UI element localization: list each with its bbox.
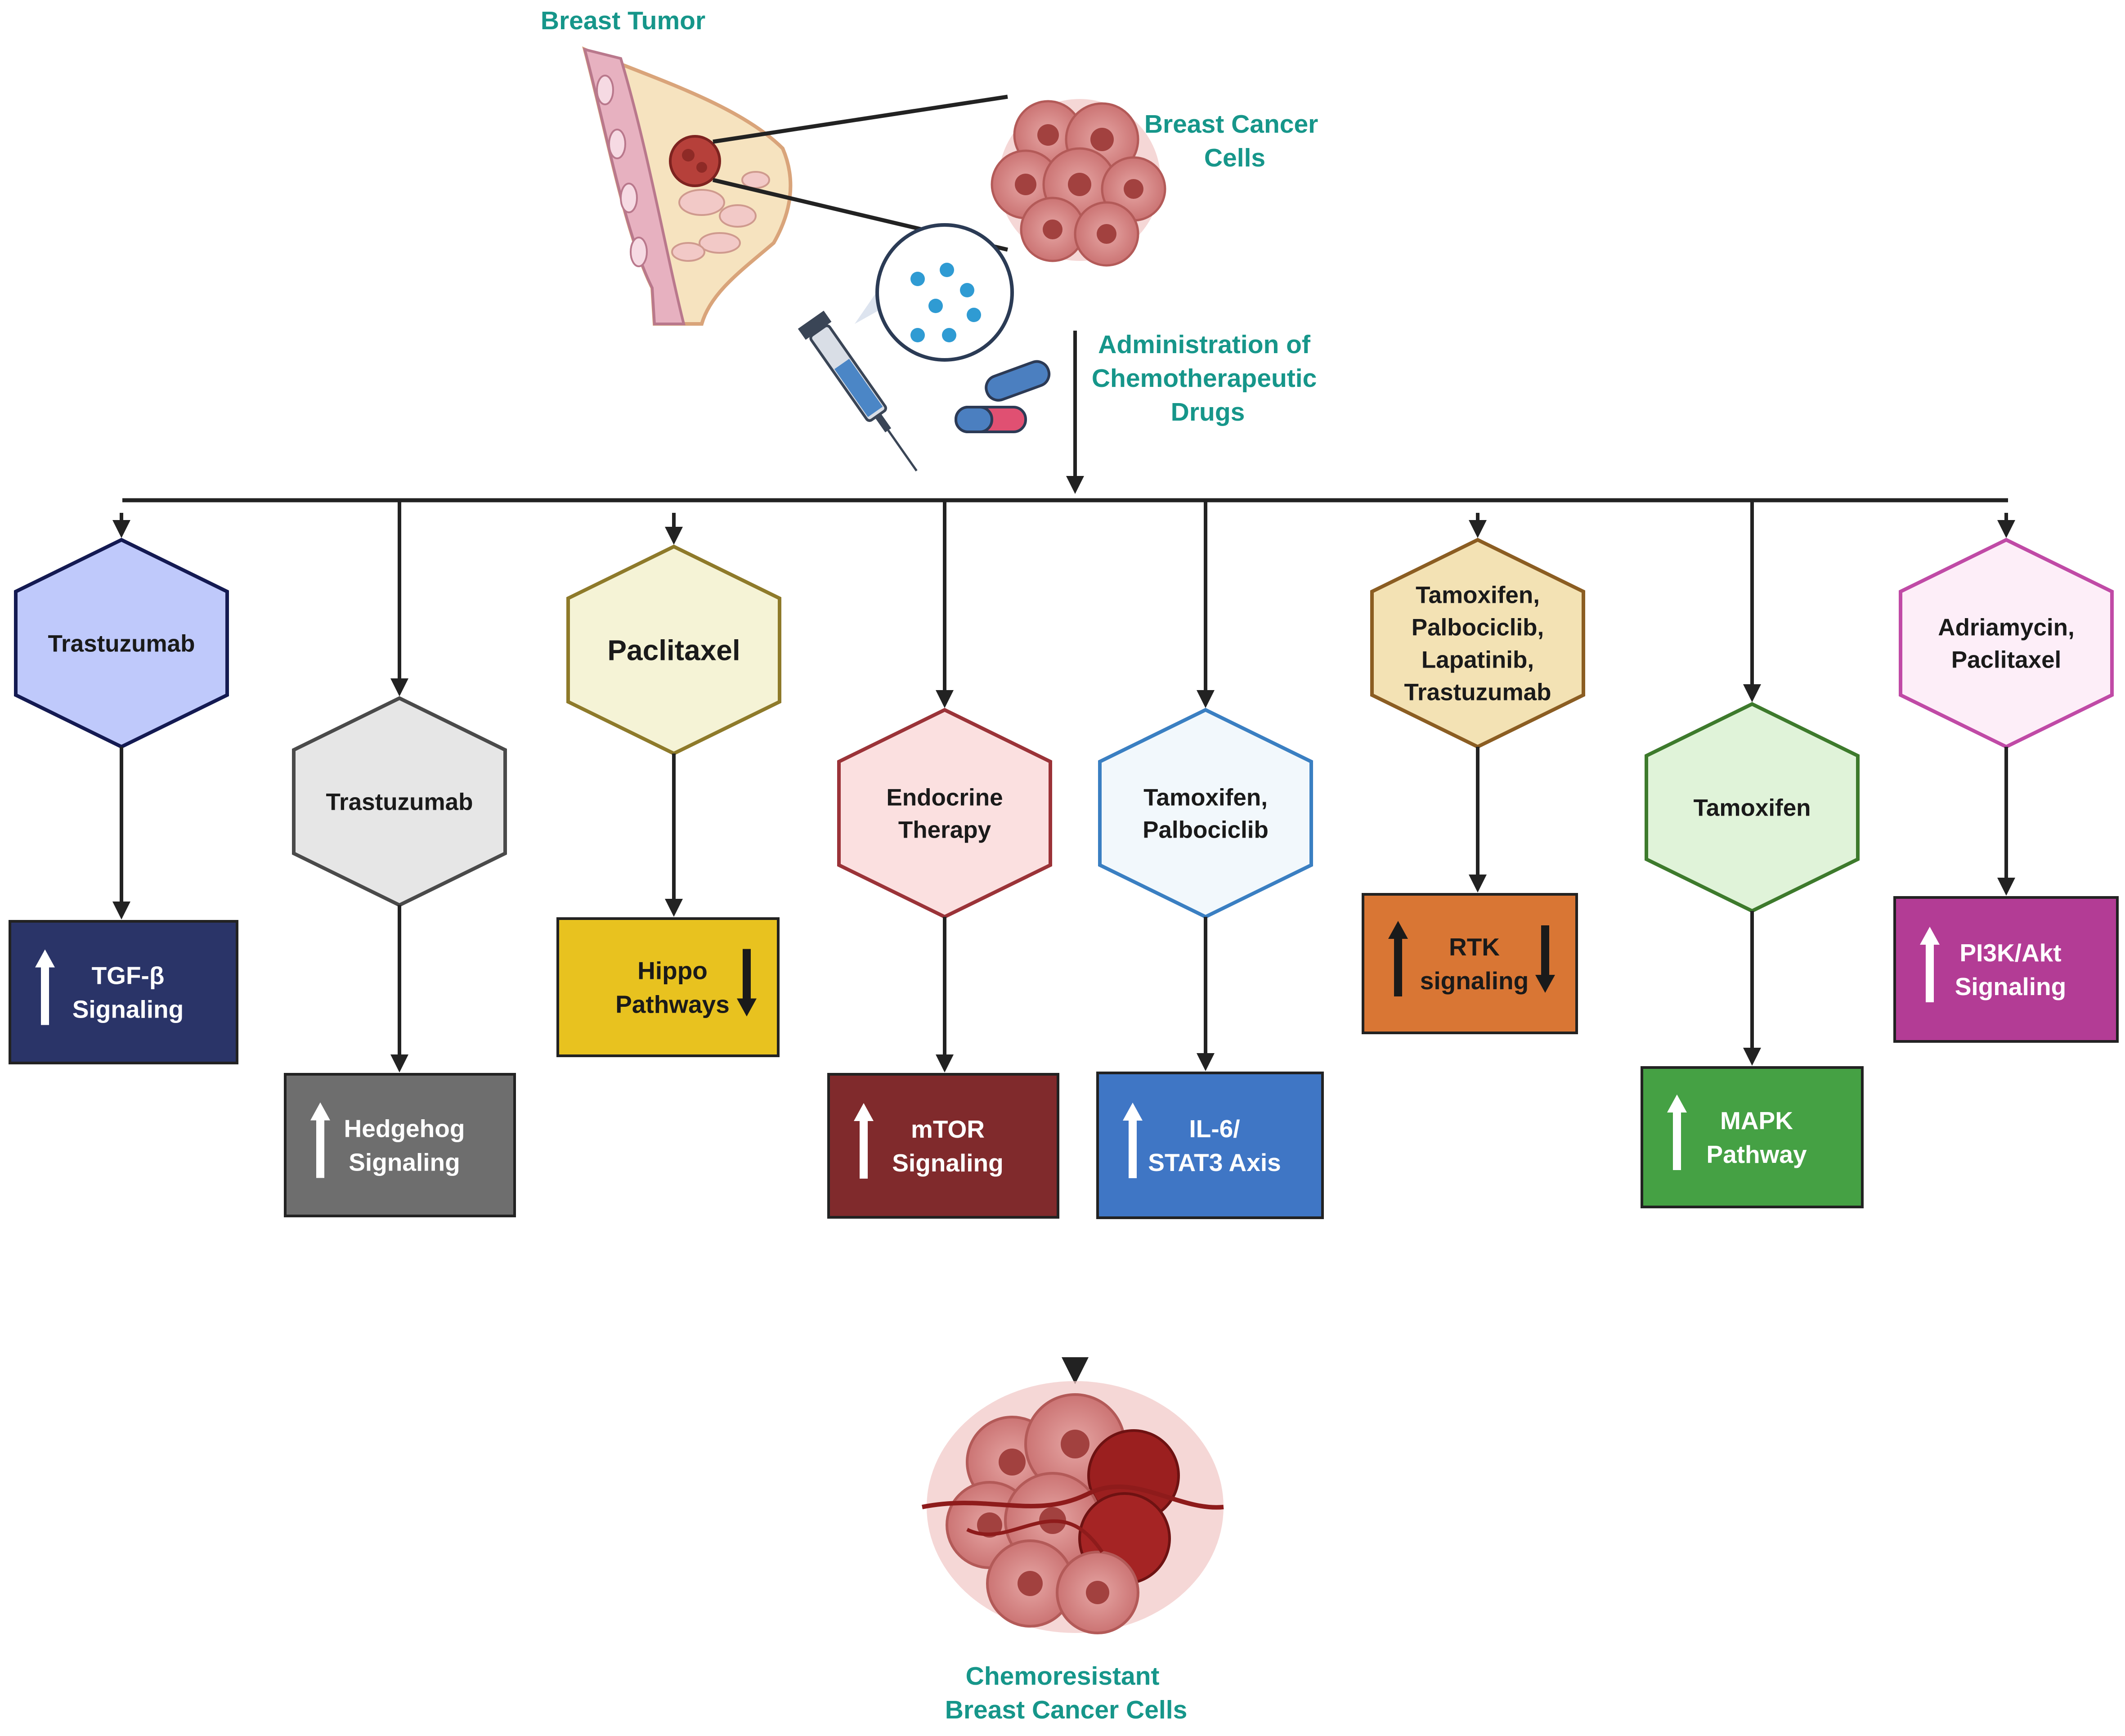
administration-label-line3: Drugs	[1171, 398, 1245, 426]
breast-cancer-cells-label: Breast Cancer Cells	[1144, 110, 1325, 172]
zoom-line-upper	[713, 94, 1008, 144]
drug-label-line: Trastuzumab	[48, 631, 195, 657]
pathway-label-line: signaling	[1420, 967, 1529, 995]
breast-tumor-label: Breast Tumor	[541, 6, 705, 35]
drug-label-line: Tamoxifen,	[1416, 582, 1540, 609]
breast-illustration	[582, 46, 793, 326]
chemoresistant-label: Chemoresistant Breast Cancer Cells	[945, 1662, 1188, 1724]
drug-label-line: Therapy	[898, 817, 991, 843]
up-arrow-icon	[310, 1102, 330, 1178]
pathway-box	[556, 917, 780, 1057]
drug-label-line: Adriamycin,	[1938, 615, 2074, 641]
down-arrow-icon	[1535, 925, 1555, 993]
chemoresistant-label-line2: Breast Cancer Cells	[945, 1696, 1188, 1724]
pathway-label: MAPK Pathway	[1706, 1107, 1807, 1168]
pathway-label: RTK signaling	[1420, 933, 1529, 995]
pathway-label-line: TGF-β	[92, 962, 165, 990]
drug-label-line: Palbociclib	[1143, 817, 1269, 843]
administration-label-line1: Administration of	[1098, 330, 1311, 359]
pathway-label-line: Signaling	[349, 1148, 460, 1176]
pathway-label-line: Hippo	[637, 957, 708, 985]
pathway-label-line: MAPK	[1720, 1107, 1793, 1135]
pathway-label-line: Signaling	[892, 1149, 1004, 1177]
pathway-label-line: STAT3 Axis	[1148, 1148, 1281, 1176]
pathway-label-line: mTOR	[911, 1115, 985, 1143]
up-arrow-icon	[1123, 1103, 1143, 1178]
up-arrow-icon	[1667, 1095, 1687, 1170]
drug-label-line: Palbociclib,	[1412, 615, 1544, 641]
breast-cancer-cells-illustration	[991, 99, 1166, 267]
administration-label: Administration of Chemotherapeutic Drugs	[1092, 330, 1324, 426]
breast-cancer-cells-label-line1: Breast Cancer	[1144, 110, 1318, 139]
drug-hexagon	[1098, 708, 1313, 919]
drug-label-line: Trastuzumab	[326, 789, 473, 816]
drug-label-line: Lapatinib,	[1421, 647, 1534, 673]
up-arrow-icon	[1388, 921, 1408, 996]
pathway-label-line: IL-6/	[1189, 1115, 1240, 1143]
administration-label-line2: Chemotherapeutic	[1092, 364, 1317, 393]
drug-label: Tamoxifen, Palbociclib, Lapatinib, Trastuzu…	[1404, 582, 1551, 706]
pathway-label-line: PI3K/Akt	[1959, 939, 2061, 967]
drug-hexagon	[1899, 538, 2114, 749]
drug-label-line: Paclitaxel	[607, 634, 740, 666]
chemoresistant-cells-illustration	[922, 1381, 1224, 1634]
drug-label-line: Tamoxifen,	[1143, 785, 1268, 811]
breast-cancer-cells-label-line2: Cells	[1204, 144, 1265, 172]
drug-label: Trastuzumab	[326, 789, 473, 816]
up-arrow-icon	[1920, 927, 1940, 1002]
up-arrow-icon	[35, 949, 55, 1025]
pathway-label: mTOR Signaling	[892, 1115, 1004, 1177]
chemoresistant-label-line1: Chemoresistant	[966, 1662, 1160, 1691]
drug-label-line: Trastuzumab	[1404, 679, 1551, 706]
pathway-label: IL-6/STAT3 Axis	[1148, 1115, 1281, 1176]
drug-label: Adriamycin, Paclitaxel	[1938, 615, 2074, 673]
drug-hexagon	[837, 708, 1052, 919]
drug-label: Tamoxifen	[1693, 795, 1811, 821]
pathway-label-line: Pathway	[1706, 1140, 1807, 1168]
drug-label: Tamoxifen, Palbociclib	[1143, 785, 1269, 843]
drug-label: Trastuzumab	[48, 631, 195, 657]
drug-label: Paclitaxel	[607, 634, 740, 666]
drug-label-line: Paclitaxel	[1951, 647, 2062, 673]
drug-label-line: Endocrine	[886, 785, 1003, 811]
up-arrow-icon	[854, 1103, 874, 1179]
down-arrow-icon	[737, 949, 757, 1017]
drug-hexagon	[1370, 538, 1585, 749]
pathway-label-line: Signaling	[1955, 973, 2067, 1000]
drug-administration-illustration	[798, 223, 1051, 472]
drug-label-line: Tamoxifen	[1693, 795, 1811, 821]
column-rtk-signaling: Tamoxifen, Palbociclib, Lapatinib, Trastuzu…	[1362, 513, 1585, 1034]
pathway-label-line: Signaling	[72, 996, 184, 1023]
pathway-label-line: Hedgehog	[344, 1115, 465, 1143]
pathway-label-line: RTK	[1449, 933, 1500, 961]
pathway-label-line: Pathways	[615, 991, 730, 1018]
